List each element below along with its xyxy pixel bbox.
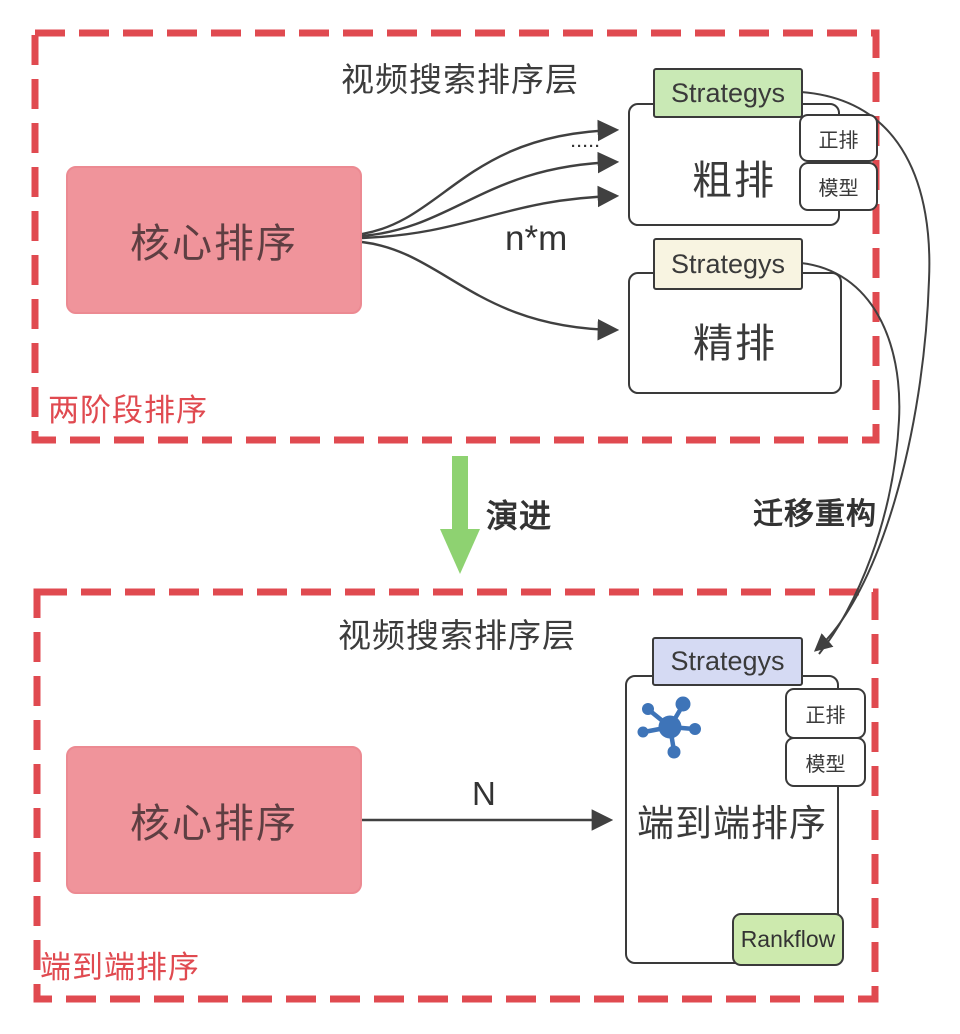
coarse-strategys-tab: Strategys bbox=[653, 68, 803, 118]
fan-ellipsis: ····· bbox=[571, 138, 601, 155]
migration-label: 迁移重构 bbox=[753, 498, 877, 531]
rankflow-label: Rankflow bbox=[740, 926, 836, 952]
top-section-title: 视频搜索排序层 bbox=[341, 61, 579, 98]
fan-out-arrows bbox=[361, 119, 620, 341]
core-ranking-box-top: 核心排序 bbox=[66, 166, 362, 314]
end-to-end-ranking-label: 端到端排序 bbox=[637, 802, 827, 844]
forward-index-label-bottom: 正排 bbox=[805, 705, 846, 727]
core-ranking-box-bottom: 核心排序 bbox=[66, 746, 362, 894]
fine-ranking-box: 精排 bbox=[628, 272, 842, 394]
fan-multiplicity-label: n*m bbox=[505, 219, 568, 258]
coarse-strategys-label: Strategys bbox=[670, 77, 786, 108]
core-ranking-label-bottom: 核心排序 bbox=[130, 802, 298, 846]
evolution-arrow bbox=[440, 456, 480, 574]
model-box-top: 模型 bbox=[799, 162, 878, 211]
end-to-end-dashed-border bbox=[33, 588, 879, 1003]
network-hub-icon bbox=[634, 694, 704, 767]
evolution-label: 演进 bbox=[486, 498, 553, 534]
forward-index-label-top: 正排 bbox=[818, 129, 859, 152]
end-to-end-ranking-stage-label: 端到端排序 bbox=[40, 950, 200, 985]
two-stage-dashed-border bbox=[31, 29, 880, 444]
model-label-top: 模型 bbox=[818, 178, 859, 200]
fine-strategys-label: Strategys bbox=[670, 248, 786, 279]
fine-ranking-label: 精排 bbox=[693, 322, 777, 366]
two-stage-ranking-label: 两阶段排序 bbox=[48, 393, 208, 428]
model-label-bottom: 模型 bbox=[805, 753, 846, 776]
e2e-strategys-tab: Strategys bbox=[652, 637, 803, 686]
n-arrow-label: N bbox=[472, 775, 496, 812]
model-box-bottom: 模型 bbox=[785, 737, 866, 787]
fine-strategys-tab: Strategys bbox=[653, 238, 803, 290]
core-ranking-label-top: 核心排序 bbox=[130, 222, 298, 266]
forward-index-box-bottom: 正排 bbox=[785, 688, 866, 739]
forward-index-box-top: 正排 bbox=[799, 114, 878, 162]
coarse-ranking-label: 粗排 bbox=[692, 158, 776, 203]
rankflow-badge: Rankflow bbox=[732, 913, 844, 966]
migration-arrows bbox=[800, 91, 931, 655]
bottom-section-title: 视频搜索排序层 bbox=[338, 617, 576, 654]
e2e-strategys-label: Strategys bbox=[670, 646, 785, 676]
